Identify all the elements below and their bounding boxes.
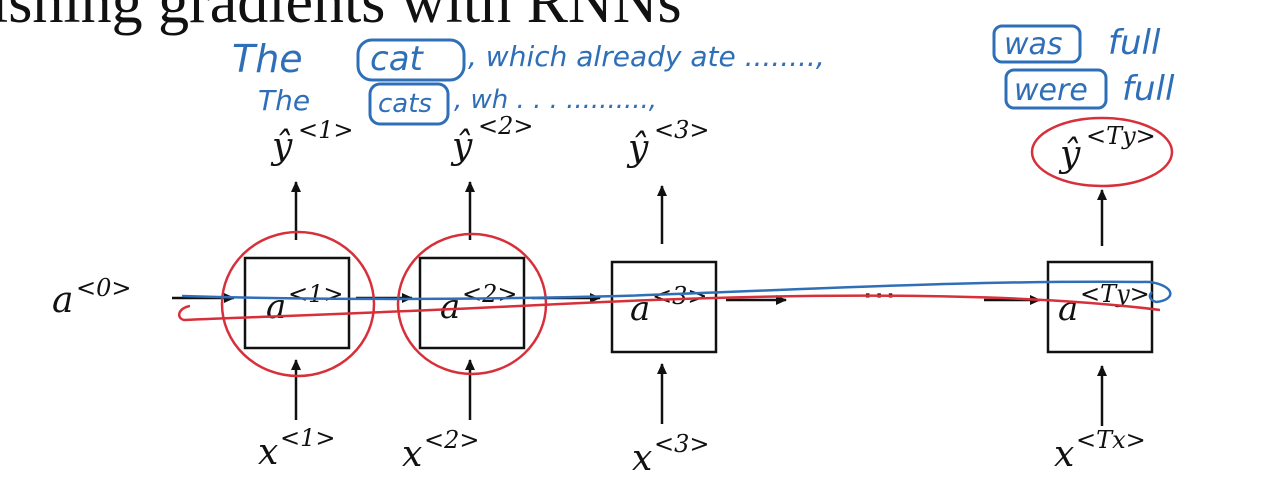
annotation-was-box [992, 24, 1082, 64]
red-circle-output-Ty [1030, 116, 1174, 188]
cell-label-3: a <3> [630, 282, 708, 329]
svg-text:ŷ: ŷ [270, 126, 293, 167]
rnn-cell-3 [610, 260, 718, 354]
output-label-1: ŷ <1> [270, 116, 354, 167]
svg-text:<3>: <3> [654, 116, 710, 144]
svg-text:<2>: <2> [478, 112, 534, 140]
output-label-Ty: ŷ <Ty> [1058, 122, 1156, 175]
rnn-cell-1 [243, 256, 351, 350]
svg-text:<3>: <3> [652, 282, 708, 310]
slide-title: nishing gradients with RNNs [0, 0, 682, 36]
svg-text:ŷ: ŷ [1058, 134, 1081, 175]
svg-text:a: a [52, 280, 73, 321]
input-label-3: x <3> [632, 430, 710, 479]
cell-label-2: a <2> [440, 280, 518, 327]
output-label-3: ŷ <3> [626, 116, 710, 169]
svg-text:x: x [402, 434, 422, 475]
input-label-2: x <2> [402, 426, 480, 475]
input-label-Tx: x <Tx> [1054, 426, 1146, 475]
svg-text:<Tx>: <Tx> [1076, 426, 1146, 454]
output-label-2: ŷ <2> [450, 112, 534, 167]
annotation-were: were [1014, 73, 1088, 108]
annotation-full-2: full [1122, 69, 1175, 109]
annotation-was: was [1004, 27, 1063, 62]
annotation-cat: cat [370, 39, 425, 79]
annotation-line-1: The cat , which already ate ........, wa… [232, 23, 1161, 82]
svg-text:a: a [266, 287, 286, 327]
initial-state-label: a <0> [52, 274, 132, 321]
svg-text:<1>: <1> [288, 280, 344, 308]
svg-text:<1>: <1> [298, 116, 354, 144]
cell-label-1: a <1> [266, 280, 344, 327]
svg-text:<2>: <2> [462, 280, 518, 308]
svg-text:a: a [440, 287, 460, 327]
annotation-the-2: The [258, 84, 310, 117]
annotation-cat-box [356, 38, 466, 82]
annotation-were-box [1004, 68, 1108, 110]
svg-text:<2>: <2> [424, 426, 480, 454]
input-label-1: x <1> [258, 424, 336, 473]
annotation-cats-box [368, 82, 450, 126]
svg-text:ŷ: ŷ [626, 128, 649, 169]
annotation-line-2: The cats , wh . . . .........., were ful… [258, 68, 1175, 126]
svg-text:x: x [1054, 434, 1074, 475]
svg-text:<0>: <0> [76, 274, 132, 302]
svg-text:ŷ: ŷ [450, 126, 473, 167]
blue-forward-stroke [181, 280, 1172, 304]
annotation-rest-2: , wh . . . .........., [454, 85, 657, 115]
red-circle-cell-1 [220, 230, 376, 378]
svg-text:x: x [258, 432, 278, 473]
red-backprop-stroke [177, 294, 1161, 322]
annotation-the-1: The [232, 37, 303, 81]
annotation-cats: cats [378, 89, 432, 119]
svg-text:<Ty>: <Ty> [1086, 122, 1156, 150]
svg-text:<1>: <1> [280, 424, 336, 452]
svg-text:<3>: <3> [654, 430, 710, 458]
annotation-full-1: full [1108, 23, 1161, 63]
svg-text:x: x [632, 438, 652, 479]
svg-text:a: a [1058, 289, 1078, 329]
rnn-cell-Ty [1046, 260, 1154, 354]
annotation-rest-1: , which already ate ........, [468, 40, 825, 73]
rnn-cell-2 [418, 256, 526, 350]
